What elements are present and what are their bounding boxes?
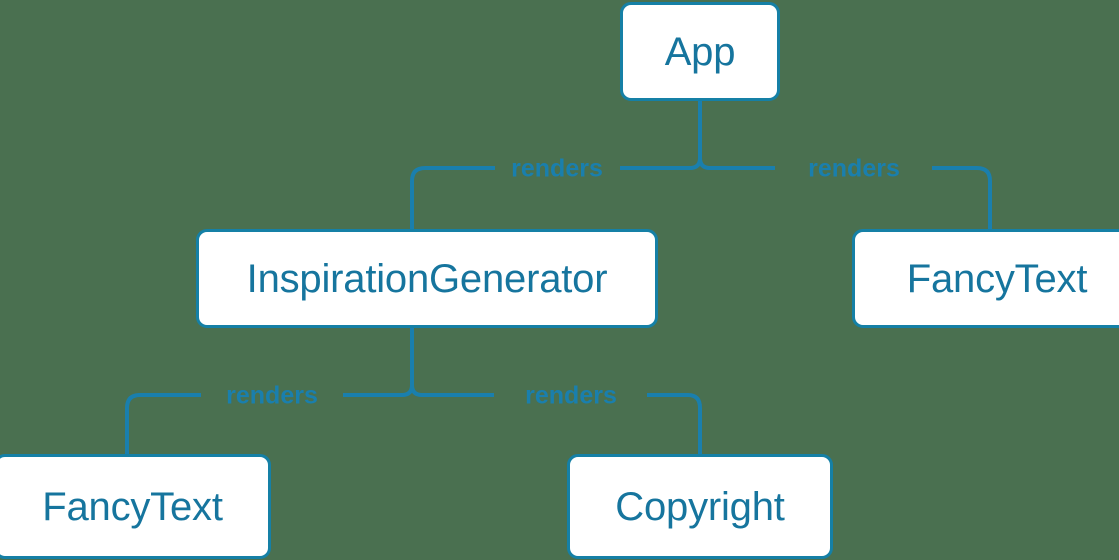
edge-inspirationgenerator-stem (410, 328, 423, 397)
edge-label-inspirationgenerator-to-copyright: renders (525, 381, 617, 410)
node-fancytext-bottom-label: FancyText (42, 484, 223, 529)
node-fancytext-right-label: FancyText (906, 256, 1088, 301)
edge-inspirationgenerator-to-fancytext-bottom (125, 393, 402, 454)
node-inspirationgenerator-label: InspirationGenerator (246, 256, 608, 301)
edge-inspirationgenerator-stem-mirror (401, 384, 414, 397)
node-copyright[interactable]: Copyright (567, 454, 833, 559)
edge-label-app-to-inspirationgenerator: renders (511, 154, 603, 183)
edge-app-stem-mirror (689, 157, 702, 170)
node-fancytext-right[interactable]: FancyText (852, 229, 1119, 328)
edge-label-inspirationgenerator-to-fancytext-bottom: renders (226, 381, 318, 410)
node-app[interactable]: App (620, 2, 780, 101)
edge-app-to-inspirationgenerator (410, 166, 690, 229)
edge-label-app-to-fancytext-right: renders (808, 154, 900, 183)
edge-app-stem (698, 101, 711, 170)
edge-app-to-fancytext-right (710, 166, 992, 229)
node-inspirationgenerator[interactable]: InspirationGenerator (196, 229, 658, 328)
node-fancytext-bottom[interactable]: FancyText (0, 454, 271, 559)
node-copyright-label: Copyright (615, 484, 785, 529)
node-app-label: App (664, 29, 736, 74)
edge-inspirationgenerator-to-copyright (422, 393, 702, 454)
